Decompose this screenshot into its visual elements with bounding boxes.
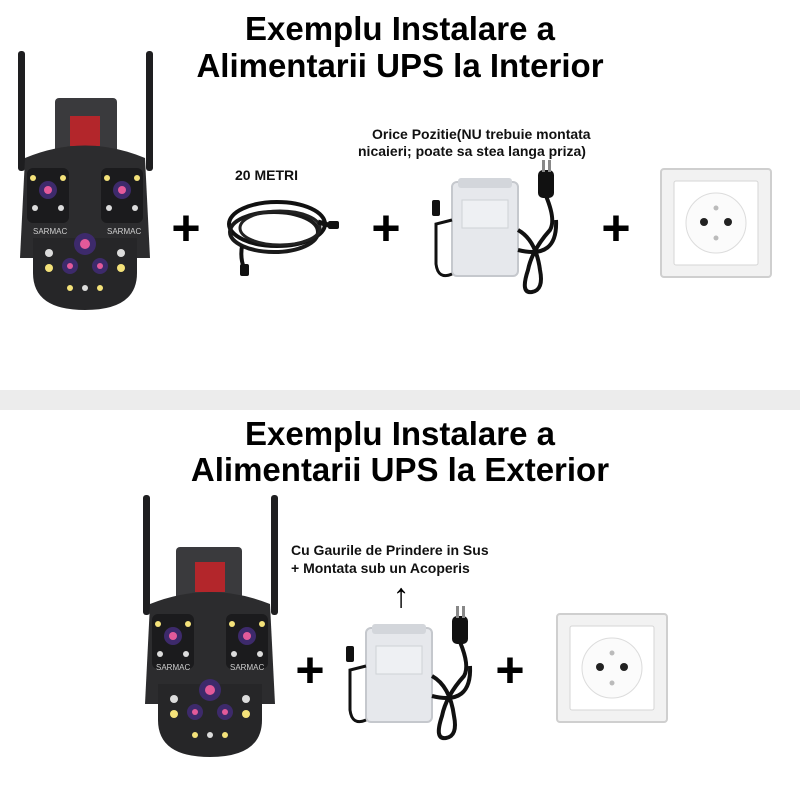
exterior-title-line2: Alimentarii UPS la Exterior [190,451,610,488]
exterior-plus-1: + [295,642,325,698]
interior-camera-brand-right: SARMAC [107,227,141,236]
cable-length-label: 20 METRI [235,167,299,183]
section-divider [0,390,800,410]
exterior-plus-2: + [495,642,525,698]
interior-plus-1: + [171,200,201,256]
exterior-title-line1: Exemplu Instalare a [245,415,555,452]
exterior-wall-socket-image [556,613,668,723]
interior-ups-adapter-image [428,160,578,300]
exterior-ups-note-line1: Cu Gaurile de Prindere in Sus [291,542,489,558]
interior-plus-3: + [601,200,631,256]
exterior-camera-brand-right: SARMAC [230,663,264,672]
exterior-camera-brand-left: SARMAC [156,663,190,672]
interior-plus-2: + [371,200,401,256]
interior-ups-note-line2: nicaieri; poate sa stea langa priza) [358,143,586,159]
interior-ups-note-line1: Orice Pozitie(NU trebuie montata [372,126,591,142]
interior-camera-brand-left: SARMAC [33,227,67,236]
interior-title-line1: Exemplu Instalare a [245,10,555,47]
extension-cable-image [222,188,340,278]
exterior-camera-image: SARMAC SARMAC [140,492,280,760]
mount-direction-arrow-icon: ↑ [392,577,410,615]
interior-camera-image: SARMAC SARMAC [15,48,155,313]
exterior-ups-note-line2: + Montata sub un Acoperis [291,560,470,576]
interior-wall-socket-image [660,168,772,278]
interior-title-line2: Alimentarii UPS la Interior [196,47,604,84]
exterior-ups-adapter-image [340,606,490,746]
